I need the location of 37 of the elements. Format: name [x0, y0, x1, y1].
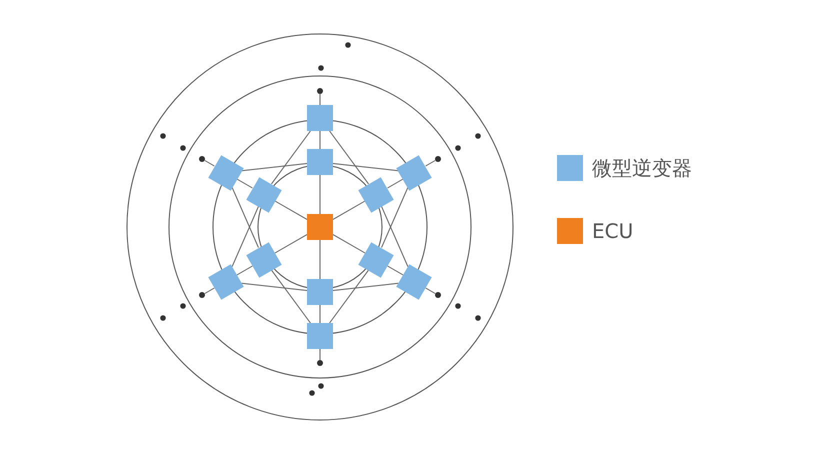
connector-line [381, 186, 408, 248]
legend-label: 微型逆变器 [592, 155, 692, 181]
connector-line [274, 200, 308, 220]
connector-line [425, 288, 436, 294]
connector-line [387, 266, 404, 276]
connector-line [425, 160, 436, 166]
end-dot [199, 292, 206, 298]
end-dot [317, 88, 323, 94]
connector-line [232, 186, 259, 248]
end-dot [434, 292, 441, 298]
legend-label: ECU [592, 218, 634, 244]
connector-line [236, 178, 253, 188]
end-dot [199, 156, 206, 162]
connector-line [274, 234, 308, 254]
connector-line [381, 206, 408, 268]
connector-line [329, 270, 370, 324]
connector-line [232, 206, 259, 268]
inverter-square [307, 149, 333, 175]
connector-line [270, 130, 311, 184]
connector-line [241, 162, 308, 172]
inverter-square [307, 279, 333, 305]
connector-line [332, 282, 399, 292]
connector-line [204, 160, 215, 166]
end-dot [434, 156, 441, 162]
connector-line [387, 178, 404, 188]
ecu-square [307, 214, 333, 240]
connector-line [204, 288, 215, 294]
inverter-square [307, 323, 333, 349]
inverter-square [307, 105, 333, 131]
connector-line [332, 162, 399, 172]
connector-line [332, 200, 366, 220]
connector-line [236, 266, 253, 276]
connector-line [241, 282, 308, 292]
connector-line [270, 270, 311, 324]
end-dot [317, 360, 323, 366]
connector-line [332, 234, 366, 254]
connector-line [329, 130, 370, 184]
